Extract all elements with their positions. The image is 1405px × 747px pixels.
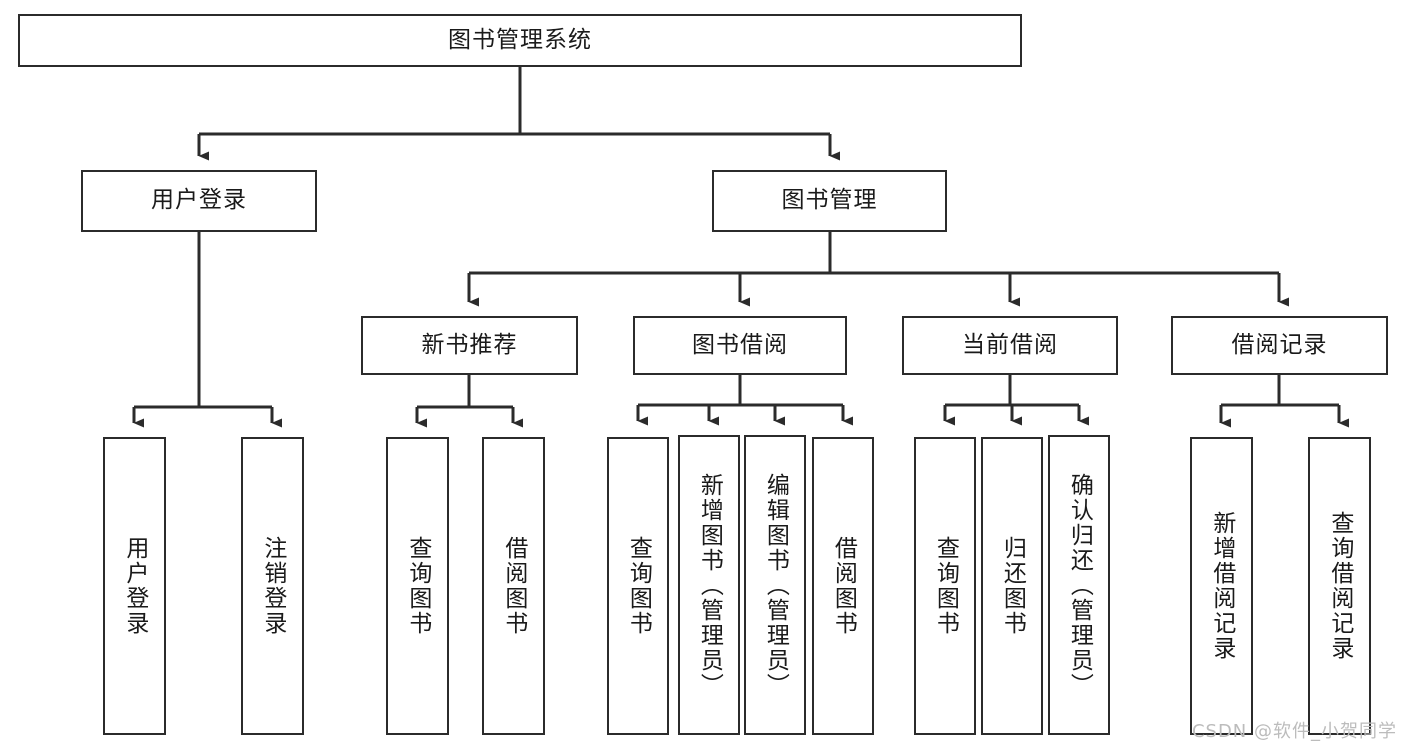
node-book-borrow[interactable]: 图书借阅 bbox=[633, 316, 847, 375]
node-user-login-label: 用户登录 bbox=[151, 187, 247, 214]
node-leaf-query-record-label: 查询借阅记录 bbox=[1326, 511, 1353, 661]
node-leaf-query-book-3[interactable]: 查询图书 bbox=[914, 437, 976, 735]
edge-recommend-to-leaves bbox=[415, 375, 523, 428]
edge-user-login-to-leaves bbox=[132, 232, 282, 428]
node-new-book-recommend-label: 新书推荐 bbox=[421, 331, 518, 358]
node-leaf-add-book[interactable]: 新增图书（管理员） bbox=[678, 435, 740, 735]
node-leaf-user-login-label: 用户登录 bbox=[121, 536, 148, 636]
node-leaf-borrow-book-1-label: 借阅图书 bbox=[500, 536, 527, 636]
node-leaf-query-book-3-label: 查询图书 bbox=[932, 536, 959, 636]
edge-current-borrow-to-leaves bbox=[943, 375, 1089, 426]
node-current-borrow-label: 当前借阅 bbox=[962, 331, 1058, 358]
node-leaf-logout[interactable]: 注销登录 bbox=[241, 437, 304, 735]
node-leaf-logout-label: 注销登录 bbox=[259, 536, 286, 636]
node-book-manage-label: 图书管理 bbox=[781, 187, 878, 214]
node-current-borrow[interactable]: 当前借阅 bbox=[902, 316, 1118, 375]
node-leaf-add-record-label: 新增借阅记录 bbox=[1208, 511, 1235, 661]
node-leaf-return-book[interactable]: 归还图书 bbox=[981, 437, 1043, 735]
node-leaf-user-login[interactable]: 用户登录 bbox=[103, 437, 166, 735]
node-borrow-record[interactable]: 借阅记录 bbox=[1171, 316, 1388, 375]
node-leaf-add-record[interactable]: 新增借阅记录 bbox=[1190, 437, 1253, 735]
node-borrow-record-label: 借阅记录 bbox=[1231, 331, 1328, 358]
node-leaf-borrow-book-1[interactable]: 借阅图书 bbox=[482, 437, 545, 735]
node-root-label: 图书管理系统 bbox=[448, 26, 592, 53]
node-leaf-edit-book[interactable]: 编辑图书（管理员） bbox=[744, 435, 806, 735]
edge-book-borrow-to-leaves bbox=[636, 375, 853, 426]
edge-book-manage-to-level3 bbox=[467, 232, 1289, 307]
node-leaf-confirm-return-label: 确认归还（管理员） bbox=[1066, 472, 1093, 698]
node-leaf-query-book-1-label: 查询图书 bbox=[404, 536, 431, 636]
node-leaf-query-book-1[interactable]: 查询图书 bbox=[386, 437, 449, 735]
node-leaf-query-book-2[interactable]: 查询图书 bbox=[607, 437, 669, 735]
node-leaf-borrow-book-2[interactable]: 借阅图书 bbox=[812, 437, 874, 735]
node-root[interactable]: 图书管理系统 bbox=[18, 14, 1022, 67]
edge-root-to-level2 bbox=[197, 67, 840, 161]
node-new-book-recommend[interactable]: 新书推荐 bbox=[361, 316, 578, 375]
node-leaf-edit-book-label: 编辑图书（管理员） bbox=[762, 472, 789, 698]
node-leaf-confirm-return[interactable]: 确认归还（管理员） bbox=[1048, 435, 1110, 735]
node-user-login[interactable]: 用户登录 bbox=[81, 170, 317, 232]
edge-borrow-record-to-leaves bbox=[1219, 375, 1349, 428]
node-leaf-return-book-label: 归还图书 bbox=[999, 536, 1026, 636]
node-leaf-borrow-book-2-label: 借阅图书 bbox=[830, 536, 857, 636]
node-book-manage[interactable]: 图书管理 bbox=[712, 170, 947, 232]
node-leaf-query-book-2-label: 查询图书 bbox=[625, 536, 652, 636]
node-leaf-query-record[interactable]: 查询借阅记录 bbox=[1308, 437, 1371, 735]
node-book-borrow-label: 图书借阅 bbox=[692, 331, 788, 358]
node-leaf-add-book-label: 新增图书（管理员） bbox=[696, 472, 723, 698]
